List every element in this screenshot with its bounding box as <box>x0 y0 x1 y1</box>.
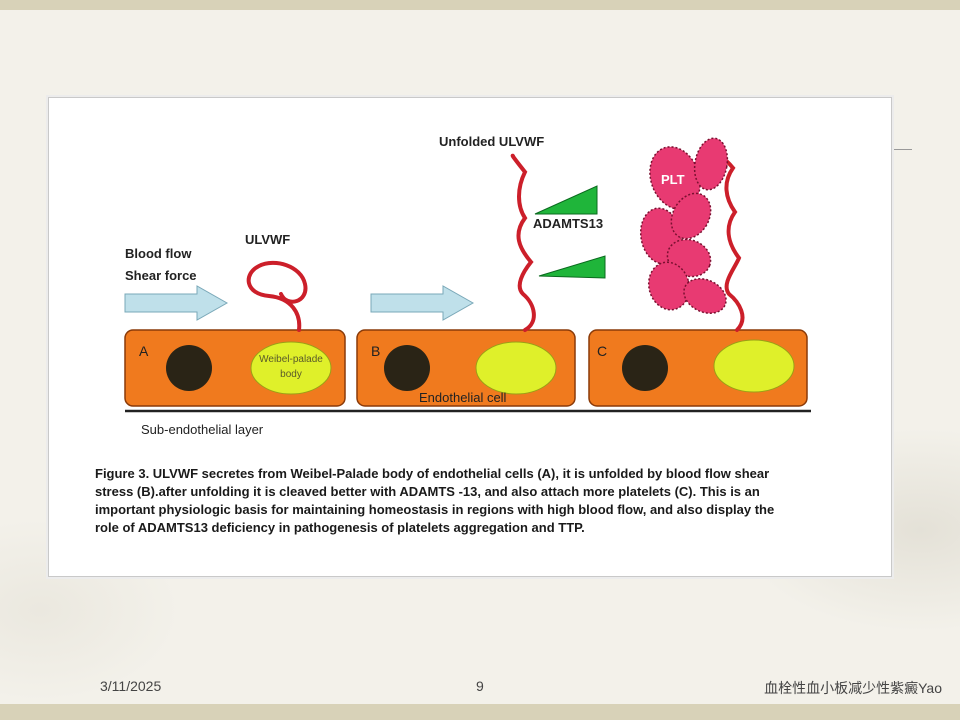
shear-force-label: Shear force <box>125 268 197 283</box>
platelet-cluster <box>639 137 729 314</box>
adamts13-wedge-1 <box>534 185 598 215</box>
diagram-svg: Blood flow Shear force ULVWF Unfolded UL… <box>124 134 811 437</box>
ulvwf-with-platelets <box>707 152 745 332</box>
panel-c-label: C <box>597 343 607 359</box>
panel-b-label: B <box>371 343 380 359</box>
top-band <box>0 0 960 10</box>
weibel-palade-label-line1: Weibel-palade <box>259 354 323 365</box>
decorative-line <box>888 149 912 150</box>
endothelial-cell-label: Endothelial cell <box>419 390 507 405</box>
nucleus-c <box>622 345 668 391</box>
platelet-2 <box>693 137 729 191</box>
ulvwf-coiled <box>246 260 308 332</box>
blood-flow-arrow-2 <box>370 285 475 321</box>
sub-endothelial-label: Sub-endothelial layer <box>141 422 264 437</box>
blood-flow-label: Blood flow <box>125 246 192 261</box>
ulvwf-unfolded <box>510 153 536 332</box>
platelet-4 <box>670 192 712 240</box>
weibel-palade-label-line2: body <box>280 369 302 380</box>
figure-caption: Figure 3. ULVWF secretes from Weibel-Pal… <box>95 466 775 535</box>
ulvwf-label: ULVWF <box>245 232 290 247</box>
nucleus-a <box>166 345 212 391</box>
weibel-palade-body-c <box>713 339 795 393</box>
weibel-palade-body-b <box>475 341 557 395</box>
footer-date: 3/11/2025 <box>100 678 162 694</box>
platelet-6 <box>647 261 691 311</box>
nucleus-b <box>384 345 430 391</box>
panel-a-label: A <box>139 343 149 359</box>
blood-flow-arrow-1 <box>124 285 229 321</box>
adamts13-label: ADAMTS13 <box>533 216 603 231</box>
plt-label: PLT <box>661 172 685 187</box>
unfolded-ulvwf-label: Unfolded ULVWF <box>439 134 544 149</box>
footer-title: 血栓性血小板减少性紫癜Yao <box>764 680 942 696</box>
footer-page-number: 9 <box>476 678 484 694</box>
adamts13-wedge-2 <box>538 255 606 279</box>
weibel-palade-body-a <box>250 341 332 395</box>
figure-image: Blood flow Shear force ULVWF Unfolded UL… <box>49 98 891 576</box>
platelet-7 <box>683 278 727 314</box>
bottom-band <box>0 704 960 720</box>
